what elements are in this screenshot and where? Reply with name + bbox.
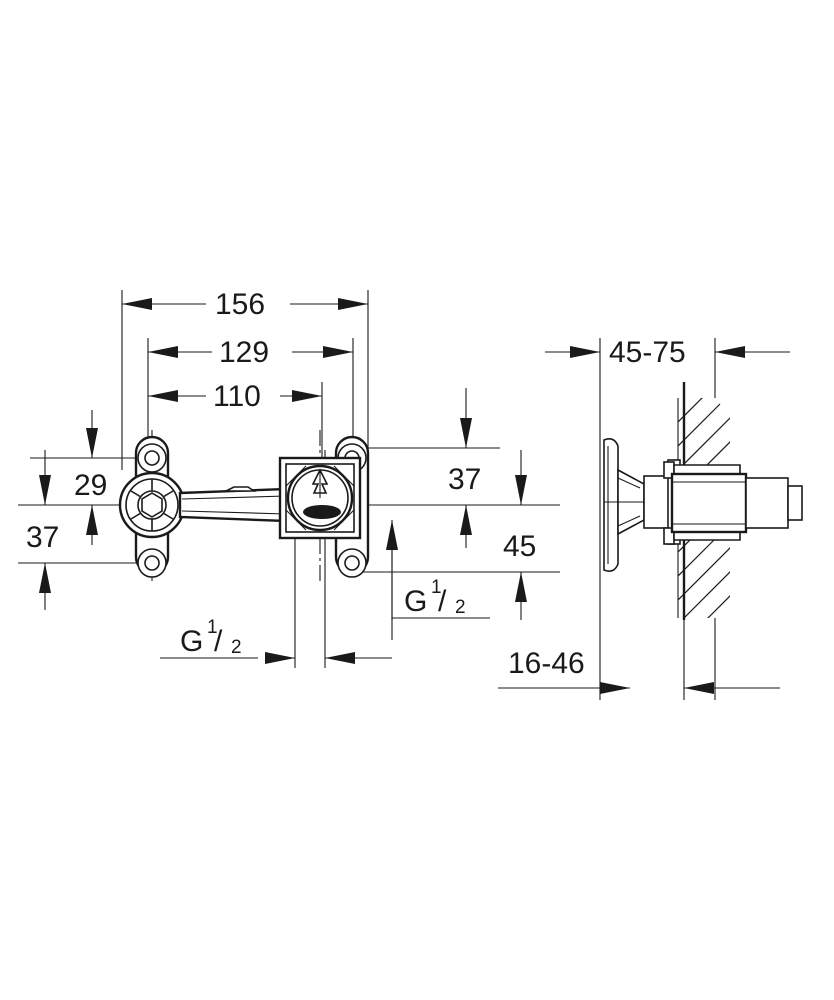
- arrowhead-up: [515, 572, 527, 602]
- left-bracket-hole-upper-inner: [144, 450, 160, 466]
- arrowhead-left: [122, 298, 152, 310]
- arrowhead-down: [460, 418, 472, 448]
- arrowhead-up: [39, 563, 51, 593]
- thread-label-right-group: G 1 / 2: [386, 520, 490, 620]
- thread-left-prefix: G: [180, 625, 203, 658]
- body-main: [670, 472, 748, 534]
- thread-right-numerator: 1: [431, 577, 442, 598]
- left-bracket-hole-lower-inner: [144, 555, 160, 571]
- dim-16-46-label: 16-46: [508, 647, 585, 680]
- arrowhead-left: [148, 390, 178, 402]
- dim-37-right-group: 37: [448, 388, 481, 548]
- arrowhead-right: [338, 298, 368, 310]
- thread-left-numerator: 1: [207, 617, 218, 638]
- arrowhead-left: [715, 346, 745, 358]
- dim-29-label: 29: [74, 469, 107, 502]
- connecting-tube-body: [178, 487, 288, 523]
- dim-45-75-group: 45-75: [545, 336, 790, 369]
- left-bracket-assembly: [118, 435, 186, 578]
- body-rear-block: [745, 477, 789, 529]
- arrowhead-right: [292, 390, 322, 402]
- arrowhead-down: [515, 475, 527, 505]
- tube-edge-upper: [181, 495, 287, 500]
- dim-45-75-label: 45-75: [609, 336, 686, 369]
- thread-label-left-group: G 1 / 2: [160, 617, 295, 664]
- thread-left-slash: /: [214, 625, 223, 658]
- thread-right-slash: /: [438, 585, 447, 618]
- arrowhead-right: [323, 346, 353, 358]
- wall-hatch-lower: [678, 528, 730, 618]
- escutcheon-plate: [603, 438, 619, 572]
- body-rear-step: [787, 485, 803, 521]
- arrowhead-left: [148, 346, 178, 358]
- dim-29-group: 29: [74, 410, 107, 545]
- arrowhead-up: [86, 505, 98, 535]
- arrowhead-down: [39, 475, 51, 505]
- side-view: 45-75 16-46: [498, 336, 803, 700]
- thread-right-leader-group: [325, 652, 392, 664]
- dim-129-label: 129: [219, 336, 269, 369]
- arrowhead-left: [684, 682, 714, 694]
- thread-right-denominator: 2: [455, 597, 466, 618]
- dim-45-group: 45: [503, 450, 536, 620]
- valve-square-flange-inner: [285, 463, 355, 533]
- dim-156-label: 156: [215, 288, 265, 321]
- right-bracket-hole-lower-inner: [344, 555, 360, 571]
- tube-edge-lower: [181, 510, 287, 515]
- escutcheon-cone-edge-upper: [617, 477, 641, 489]
- thread-left-denominator: 2: [231, 637, 242, 658]
- dim-156-group: 156: [122, 288, 368, 321]
- right-valve-assembly: [278, 435, 370, 578]
- dim-16-46-group: 16-46: [498, 647, 780, 694]
- left-valve-hex: [141, 492, 163, 518]
- arrowhead-down: [86, 428, 98, 458]
- dim-37-left-label: 37: [26, 521, 59, 554]
- front-view: 156 129 110 29: [18, 288, 560, 668]
- dim-110-group: 110: [148, 380, 322, 413]
- dim-110-label: 110: [213, 380, 261, 413]
- thread-right-bracket: [391, 617, 490, 620]
- escutcheon: [603, 438, 673, 572]
- thread-right-prefix: G: [404, 585, 427, 618]
- dim-37-left-group: 37: [26, 450, 59, 610]
- arrowhead-up: [386, 520, 398, 550]
- left-valve-splines: [130, 479, 174, 531]
- escutcheon-cone-edge-lower: [617, 515, 641, 527]
- body-edge-lines: [672, 481, 746, 525]
- tube-top-nub: [225, 486, 257, 492]
- arrowhead-left: [325, 652, 355, 664]
- arrowhead-right: [570, 346, 600, 358]
- valve-port-marker: [303, 505, 341, 519]
- dim-37-right-label: 37: [448, 463, 481, 496]
- arrowhead-up: [460, 505, 472, 535]
- dim-45-label: 45: [503, 530, 536, 563]
- concealed-body-side: [663, 459, 803, 545]
- dim-129-group: 129: [148, 336, 353, 369]
- connecting-tube: [178, 486, 288, 523]
